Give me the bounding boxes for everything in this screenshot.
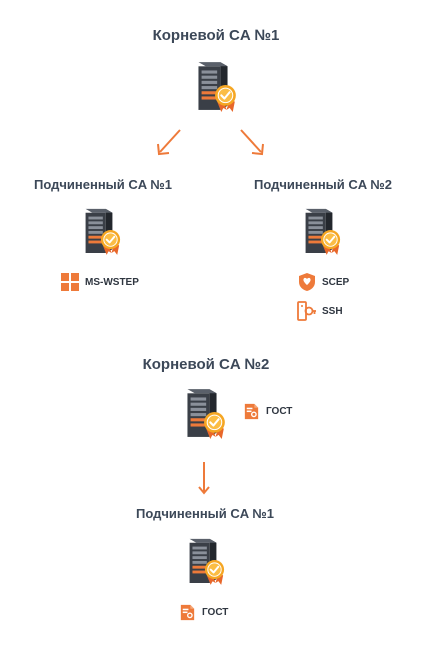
protocol-gost-root: ГОСТ — [242, 402, 292, 421]
root-ca-2-title: Корневой CA №2 — [142, 356, 270, 373]
sub-ca-1-server-icon — [76, 205, 122, 255]
protocol-label: MS-WSTEP — [85, 276, 139, 288]
arrow-down-icon — [198, 462, 210, 495]
ssh-key-icon — [297, 301, 316, 321]
protocol-label: ГОСТ — [202, 607, 229, 618]
gost-certificate-icon — [242, 402, 261, 421]
gost-certificate-icon — [178, 603, 197, 622]
protocol-ssh: SSH — [297, 301, 343, 321]
protocol-scep: SCEP — [297, 272, 349, 292]
sub-ca-1-title: Подчиненный CA №1 — [33, 177, 173, 192]
arrow-down-right-icon — [240, 129, 264, 156]
root-ca-1-server-icon — [188, 58, 238, 112]
sub-ca-2-title: Подчиненный CA №2 — [253, 177, 393, 192]
protocol-ms-wstep: MS-WSTEP — [60, 272, 139, 292]
scep-shield-icon — [299, 273, 315, 291]
protocol-label: SSH — [322, 305, 343, 317]
sub-ca-2-server-icon — [296, 205, 342, 255]
protocol-label: ГОСТ — [266, 406, 293, 417]
protocol-gost-sub: ГОСТ — [178, 603, 228, 622]
root-ca-1-title: Корневой CA №1 — [152, 27, 280, 44]
protocol-label: SCEP — [322, 276, 350, 288]
sub-ca-title: Подчиненный CA №1 — [135, 506, 275, 521]
arrow-down-left-icon — [157, 129, 181, 156]
sub-ca-server-icon — [180, 535, 226, 585]
windows-icon — [61, 273, 79, 291]
root-ca-2-server-icon — [177, 385, 227, 439]
